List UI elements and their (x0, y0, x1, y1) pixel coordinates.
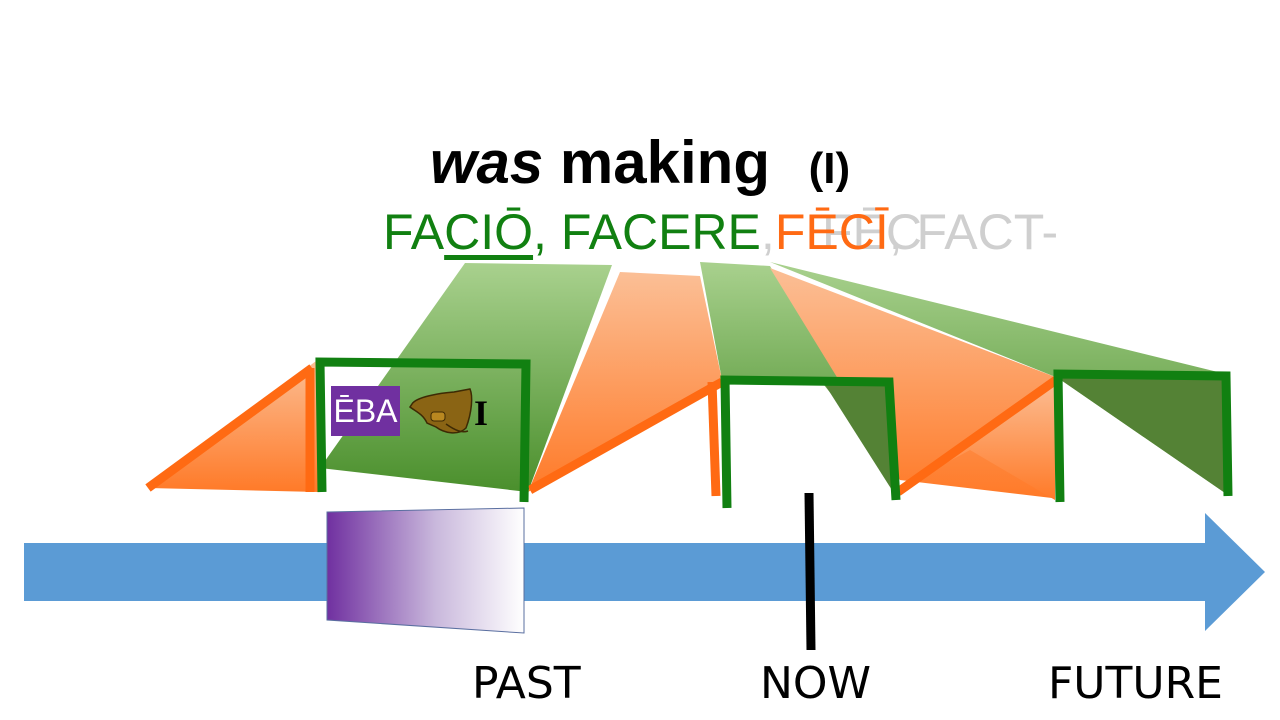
dark-green-bracket-now (822, 380, 897, 498)
part1-stem: CIŌ (444, 204, 534, 260)
perfect-form: FĒCĪ (774, 204, 889, 260)
bracket-now (720, 375, 901, 509)
part2: FACERE (546, 204, 761, 260)
title-auxiliary: was (429, 129, 544, 196)
bracket-future (1053, 369, 1233, 503)
imperfect-duration-block (326, 507, 525, 634)
person-letter: I (474, 393, 489, 433)
dark-green-bracket-future (1058, 378, 1228, 495)
tense-title: was making (I) (0, 128, 1280, 197)
past-label: PAST (472, 658, 581, 709)
future-label: FUTURE (1048, 658, 1223, 709)
principal-parts: FACIŌ, FACERE,FĒCĪ, FACT- (383, 200, 1058, 264)
separator-2: , (760, 204, 775, 260)
now-label: NOW (760, 658, 872, 709)
green-brackets (315, 357, 1233, 509)
part4-ghost: , FACT- (888, 204, 1059, 260)
orange-edges (145, 364, 1059, 497)
orange-fan-mid (528, 272, 722, 492)
now-marker (804, 492, 816, 651)
timeline-arrow (24, 513, 1265, 631)
bracket-past (315, 357, 531, 503)
title-verb: making (559, 129, 770, 196)
green-fan-now (700, 262, 900, 480)
pointing-hand-icon (408, 388, 473, 434)
part1-start: FA (383, 204, 445, 260)
imperfect-ending-tag: ĒBA (331, 386, 400, 436)
separator-1: , (533, 204, 547, 260)
title-person: (I) (808, 144, 851, 193)
